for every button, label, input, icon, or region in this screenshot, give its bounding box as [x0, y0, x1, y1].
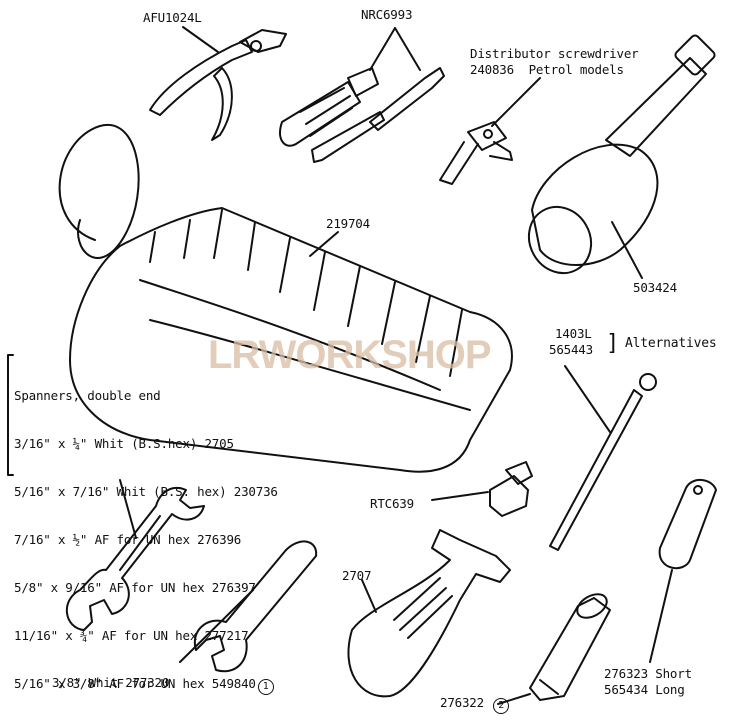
spanner-row-5: 11/16" x ¾" AF for UN hex 277217: [14, 628, 249, 643]
label-whit-spanner: 3/8" Whit 277320: [52, 675, 170, 690]
label-rtc639: RTC639: [370, 496, 414, 511]
screwdriver-set-drawing: [279, 27, 445, 163]
distributor-screwdriver-drawing: [439, 77, 541, 185]
spanner-row-3: 7/16" x ½" AF for UN hex 276396: [14, 532, 242, 547]
spanner-list-heading: Spanners, double end: [14, 388, 161, 403]
whit-spanner-drawing: [179, 540, 318, 673]
tool-roll-drawing: [58, 123, 513, 473]
circled-number-2: 2: [493, 698, 510, 714]
watermark: LRWORKSHOP: [208, 333, 492, 377]
label-alt-2: 565443: [549, 342, 593, 357]
rod-1403l-drawing: [549, 365, 657, 551]
label-screwdriver-set: NRC6993: [361, 7, 413, 22]
spanner-row-4: 5/8" x 9/16" AF for UN hex 276397: [14, 580, 256, 595]
box-spanner-number: 276322: [440, 695, 484, 710]
spanner-list-bracket: [7, 354, 14, 476]
label-adjustable: 2707: [342, 568, 372, 583]
label-distributor-line2: 240836 Petrol models: [470, 62, 624, 77]
label-jack-handle: 503424: [633, 280, 677, 295]
label-box-spanner: 276322 2: [440, 695, 510, 714]
spanner-row-6-text: 5/16" x 3/8" AF for UN hex 549840: [14, 676, 256, 691]
spanner-list: Spanners, double end 3/16" x ¼" Whit (B.…: [14, 356, 278, 721]
circled-number-1: 1: [257, 679, 274, 695]
jack-handle-drawing: [527, 34, 716, 279]
label-distributor-line1: Distributor screwdriver: [470, 46, 639, 61]
socket-rtc639-drawing: [431, 461, 533, 517]
pliers-drawing: [149, 26, 287, 141]
alternatives-bracket: ]: [606, 331, 620, 356]
label-alt-1: 1403L: [555, 326, 592, 341]
adjustable-spanner-drawing: [347, 529, 511, 698]
spanner-leader-line: [119, 479, 137, 539]
label-tommy-long: 565434 Long: [604, 682, 685, 697]
double-end-spanner-drawing: [65, 487, 205, 631]
spanner-row-2: 5/16" x 7/16" Whit (B.S. hex) 230736: [14, 484, 278, 499]
label-tool-roll: 219704: [326, 216, 370, 231]
tommy-bar-drawing: [649, 479, 717, 663]
spanner-row-1: 3/16" x ¼" Whit (B.S.hex) 2705: [14, 436, 234, 451]
box-spanner-drawing: [497, 593, 611, 705]
label-pliers: AFU1024L: [143, 10, 202, 25]
label-tommy-short: 276323 Short: [604, 666, 692, 681]
label-alternatives: Alternatives: [625, 336, 717, 351]
